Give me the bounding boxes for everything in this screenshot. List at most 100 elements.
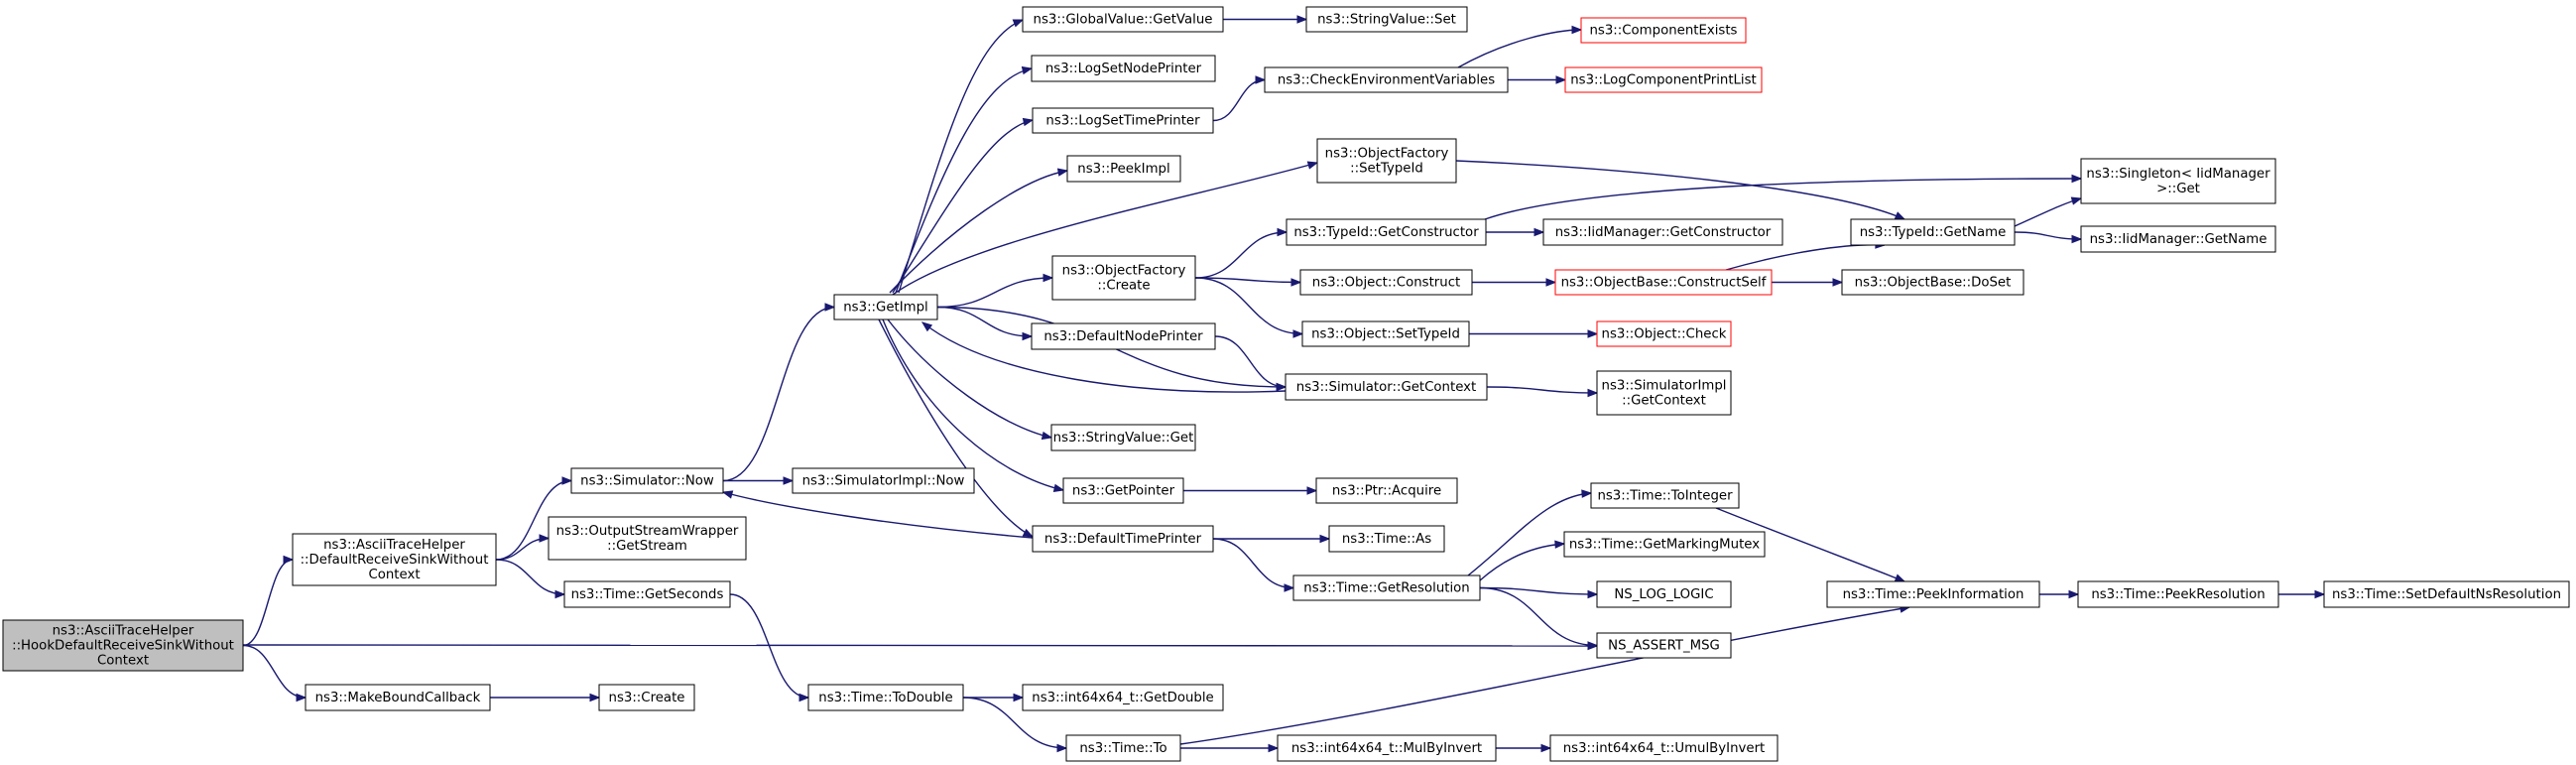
- node-box[interactable]: [1596, 320, 1732, 347]
- node-box[interactable]: [1580, 17, 1747, 44]
- node-umulbyinv[interactable]: ns3::int64x64_t::UmulByInvert: [1549, 734, 1779, 762]
- node-box[interactable]: [598, 684, 695, 711]
- node-tointeger[interactable]: ns3::Time::ToInteger: [1590, 482, 1740, 509]
- node-cev[interactable]: ns3::CheckEnvironmentVariables: [1264, 66, 1509, 93]
- node-setdefres[interactable]: ns3::Time::SetDefaultNsResolution: [2323, 580, 2570, 608]
- node-box[interactable]: [1554, 269, 1773, 296]
- node-box[interactable]: [1850, 218, 2016, 246]
- node-box[interactable]: [1277, 734, 1497, 762]
- node-objsettid[interactable]: ns3::Object::SetTypeId: [1301, 320, 1470, 347]
- node-dnp[interactable]: ns3::DefaultNodePrinter: [1031, 322, 1216, 350]
- node-osw[interactable]: ns3::OutputStreamWrapper::GetStream: [548, 516, 747, 561]
- node-lstp[interactable]: ns3::LogSetTimePrinter: [1032, 107, 1214, 134]
- node-timeas[interactable]: ns3::Time::As: [1328, 525, 1445, 553]
- node-simimplnow[interactable]: ns3::SimulatorImpl::Now: [792, 467, 975, 494]
- node-box[interactable]: [1031, 322, 1216, 350]
- node-box[interactable]: [1050, 424, 1196, 451]
- node-i64getdouble[interactable]: ns3::int64x64_t::GetDouble: [1022, 684, 1224, 711]
- node-svget[interactable]: ns3::StringValue::Get: [1050, 424, 1196, 451]
- node-box[interactable]: [1841, 269, 2024, 296]
- node-getmarkmutex[interactable]: ns3::Time::GetMarkingMutex: [1563, 531, 1766, 558]
- node-box[interactable]: [305, 684, 491, 711]
- node-box[interactable]: [1292, 574, 1481, 601]
- node-ofcreate[interactable]: ns3::ObjectFactory::Create: [1051, 255, 1196, 301]
- node-peekinfo[interactable]: ns3::Time::PeekInformation: [1826, 580, 2040, 608]
- node-box[interactable]: [292, 533, 497, 586]
- node-nslog[interactable]: NS_LOG_LOGIC: [1596, 580, 1732, 608]
- node-box[interactable]: [1563, 531, 1766, 558]
- node-tidgetname[interactable]: ns3::TypeId::GetName: [1850, 218, 2016, 246]
- node-box[interactable]: [1032, 525, 1214, 553]
- node-singleton[interactable]: ns3::Singleton< IidManager>::Get: [2080, 158, 2276, 204]
- node-box[interactable]: [563, 580, 731, 608]
- node-box[interactable]: [1549, 734, 1779, 762]
- node-getimpl[interactable]: ns3::GetImpl: [833, 294, 938, 320]
- node-gvget[interactable]: ns3::GlobalValue::GetValue: [1022, 6, 1224, 33]
- node-box[interactable]: [1826, 580, 2040, 608]
- node-box[interactable]: [1264, 66, 1509, 93]
- node-box[interactable]: [792, 467, 975, 494]
- node-mulbyinv[interactable]: ns3::int64x64_t::MulByInvert: [1277, 734, 1497, 762]
- node-box[interactable]: [1590, 482, 1740, 509]
- node-iidgetctor[interactable]: ns3::IidManager::GetConstructor: [1542, 218, 1783, 246]
- node-box[interactable]: [1328, 525, 1445, 553]
- node-box[interactable]: [2080, 158, 2276, 204]
- node-box[interactable]: [1285, 373, 1488, 401]
- node-tidgetctor[interactable]: ns3::TypeId::GetConstructor: [1286, 218, 1487, 246]
- node-box[interactable]: [1066, 155, 1181, 183]
- node-dtp[interactable]: ns3::DefaultTimePrinter: [1032, 525, 1214, 553]
- node-box[interactable]: [2077, 580, 2279, 608]
- node-simgetctx[interactable]: ns3::Simulator::GetContext: [1285, 373, 1488, 401]
- node-box[interactable]: [1596, 580, 1732, 608]
- node-box[interactable]: [1299, 269, 1473, 296]
- node-timeto[interactable]: ns3::Time::To: [1065, 734, 1181, 762]
- node-create[interactable]: ns3::Create: [598, 684, 695, 711]
- node-box[interactable]: [2323, 580, 2570, 608]
- node-box[interactable]: [1022, 684, 1224, 711]
- node-objcheck[interactable]: ns3::Object::Check: [1596, 320, 1732, 347]
- node-box[interactable]: [570, 467, 724, 494]
- node-box[interactable]: [2, 619, 244, 672]
- node-box[interactable]: [1316, 138, 1457, 184]
- node-ptracq[interactable]: ns3::Ptr::Acquire: [1315, 477, 1458, 504]
- node-objbasedoset[interactable]: ns3::ObjectBase::DoSet: [1841, 269, 2024, 296]
- node-ofsettid[interactable]: ns3::ObjectFactory::SetTypeId: [1316, 138, 1457, 184]
- node-box[interactable]: [1564, 66, 1763, 93]
- node-mbc[interactable]: ns3::MakeBoundCallback: [305, 684, 491, 711]
- node-logcompprint[interactable]: ns3::LogComponentPrintList: [1564, 66, 1763, 93]
- node-box[interactable]: [1315, 477, 1458, 504]
- node-getres[interactable]: ns3::Time::GetResolution: [1292, 574, 1481, 601]
- node-box[interactable]: [1031, 55, 1216, 82]
- node-box[interactable]: [1305, 6, 1468, 33]
- node-nsassert[interactable]: NS_ASSERT_MSG: [1596, 632, 1732, 659]
- node-box[interactable]: [2080, 225, 2276, 253]
- node-getsec[interactable]: ns3::Time::GetSeconds: [563, 580, 731, 608]
- node-box[interactable]: [1542, 218, 1783, 246]
- node-root[interactable]: ns3::AsciiTraceHelper::HookDefaultReceiv…: [2, 619, 244, 672]
- node-box[interactable]: [1065, 734, 1181, 762]
- node-box[interactable]: [1596, 370, 1732, 416]
- node-box[interactable]: [1286, 218, 1487, 246]
- node-box[interactable]: [1022, 6, 1224, 33]
- node-svset[interactable]: ns3::StringValue::Set: [1305, 6, 1468, 33]
- node-objbaseconstruct[interactable]: ns3::ObjectBase::ConstructSelf: [1554, 269, 1773, 296]
- node-box[interactable]: [1032, 107, 1214, 134]
- node-box[interactable]: [1596, 632, 1732, 659]
- node-box[interactable]: [807, 684, 964, 711]
- node-box[interactable]: [548, 516, 747, 561]
- node-simnow[interactable]: ns3::Simulator::Now: [570, 467, 724, 494]
- node-box[interactable]: [1051, 255, 1196, 301]
- node-box[interactable]: [1301, 320, 1470, 347]
- node-lsnp[interactable]: ns3::LogSetNodePrinter: [1031, 55, 1216, 82]
- node-peekimpl[interactable]: ns3::PeekImpl: [1066, 155, 1181, 183]
- node-iidgetname[interactable]: ns3::IidManager::GetName: [2080, 225, 2276, 253]
- node-simimplgetctx[interactable]: ns3::SimulatorImpl::GetContext: [1596, 370, 1732, 416]
- node-peekres[interactable]: ns3::Time::PeekResolution: [2077, 580, 2279, 608]
- node-box[interactable]: [1062, 477, 1184, 504]
- node-box[interactable]: [833, 294, 938, 320]
- node-compexists[interactable]: ns3::ComponentExists: [1580, 17, 1747, 44]
- node-drsink[interactable]: ns3::AsciiTraceHelper::DefaultReceiveSin…: [292, 533, 497, 586]
- node-todouble[interactable]: ns3::Time::ToDouble: [807, 684, 964, 711]
- node-objconstruct[interactable]: ns3::Object::Construct: [1299, 269, 1473, 296]
- node-getptr[interactable]: ns3::GetPointer: [1062, 477, 1184, 504]
